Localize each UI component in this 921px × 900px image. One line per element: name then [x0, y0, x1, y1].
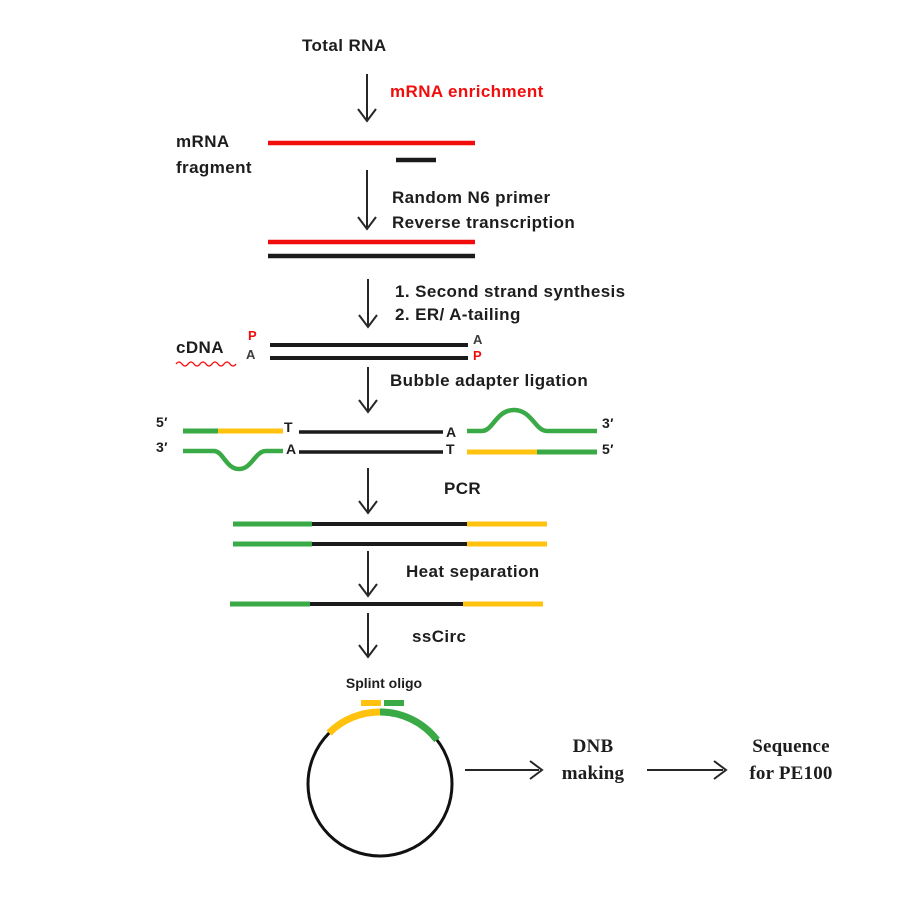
rt-line1: Random N6 primer: [392, 188, 551, 207]
sscirc-label: ssCirc: [412, 627, 467, 646]
left-5prime-label: 5′: [156, 414, 168, 430]
synth-line2: 2. ER/ A-tailing: [395, 305, 521, 324]
splint-oligo-label: Splint oligo: [345, 675, 423, 691]
cdna-label: cDNA: [176, 338, 224, 357]
total-rna-label: Total RNA: [302, 36, 387, 55]
arrow-down-icon: [357, 74, 377, 123]
cdna-right-top-base: A: [473, 332, 483, 347]
left-adapter-top-base: T: [284, 419, 293, 435]
heat-separation-label: Heat separation: [406, 562, 540, 581]
synth-line1: 1. Second strand synthesis: [395, 282, 626, 301]
right-5prime-label: 5′: [602, 441, 614, 457]
left-3prime-label: 3′: [156, 439, 168, 455]
left-adapter-bottom-bubble: [183, 448, 283, 472]
right-3prime-label: 3′: [602, 415, 614, 431]
arrow-down-icon: [357, 170, 377, 231]
arrow-down-icon: [358, 613, 378, 659]
arrow-down-icon: [358, 367, 378, 414]
mrna-fragment-line1: mRNA: [176, 132, 230, 151]
arrow-right-icon: [647, 760, 728, 780]
rt-line2: Reverse transcription: [392, 213, 576, 232]
arrow-down-icon: [358, 279, 378, 329]
bubble-adapter-ligation-label: Bubble adapter ligation: [390, 371, 589, 390]
sscirc-yellow-arc: [326, 708, 381, 736]
mrna-enrichment-label: mRNA enrichment: [390, 82, 544, 101]
dnb-line2: making: [561, 763, 625, 784]
sequence-line1: Sequence: [752, 736, 830, 757]
cdna-right-bottom-base: P: [473, 348, 483, 363]
arrow-down-icon: [358, 551, 378, 598]
left-adapter-bottom-base: A: [286, 441, 297, 457]
insert-top-right-base: A: [446, 424, 457, 440]
cdna-wavy-underline: [175, 361, 237, 367]
second-strand-label: 1. Second strand synthesis 2. ER/ A-tail…: [395, 280, 626, 326]
dnb-line1: DNB: [572, 736, 614, 757]
sscirc-green-arc: [379, 708, 440, 743]
cdna-left-top-base: P: [248, 328, 258, 343]
cdna-left-bottom-base: A: [246, 347, 256, 362]
sequence-line2: for PE100: [749, 763, 833, 784]
right-adapter-top-bubble: [467, 407, 597, 434]
pcr-label: PCR: [444, 479, 482, 498]
arrow-down-icon: [358, 468, 378, 515]
insert-bottom-right-base: T: [446, 441, 455, 457]
reverse-transcription-label: Random N6 primer Reverse transcription: [392, 185, 575, 235]
dnb-making-label: DNB making: [547, 733, 639, 787]
arrow-right-icon: [465, 760, 544, 780]
mrna-fragment-line2: fragment: [176, 158, 252, 177]
mrna-fragment-label: mRNA fragment: [176, 129, 252, 181]
sequence-pe100-label: Sequence for PE100: [730, 733, 852, 787]
